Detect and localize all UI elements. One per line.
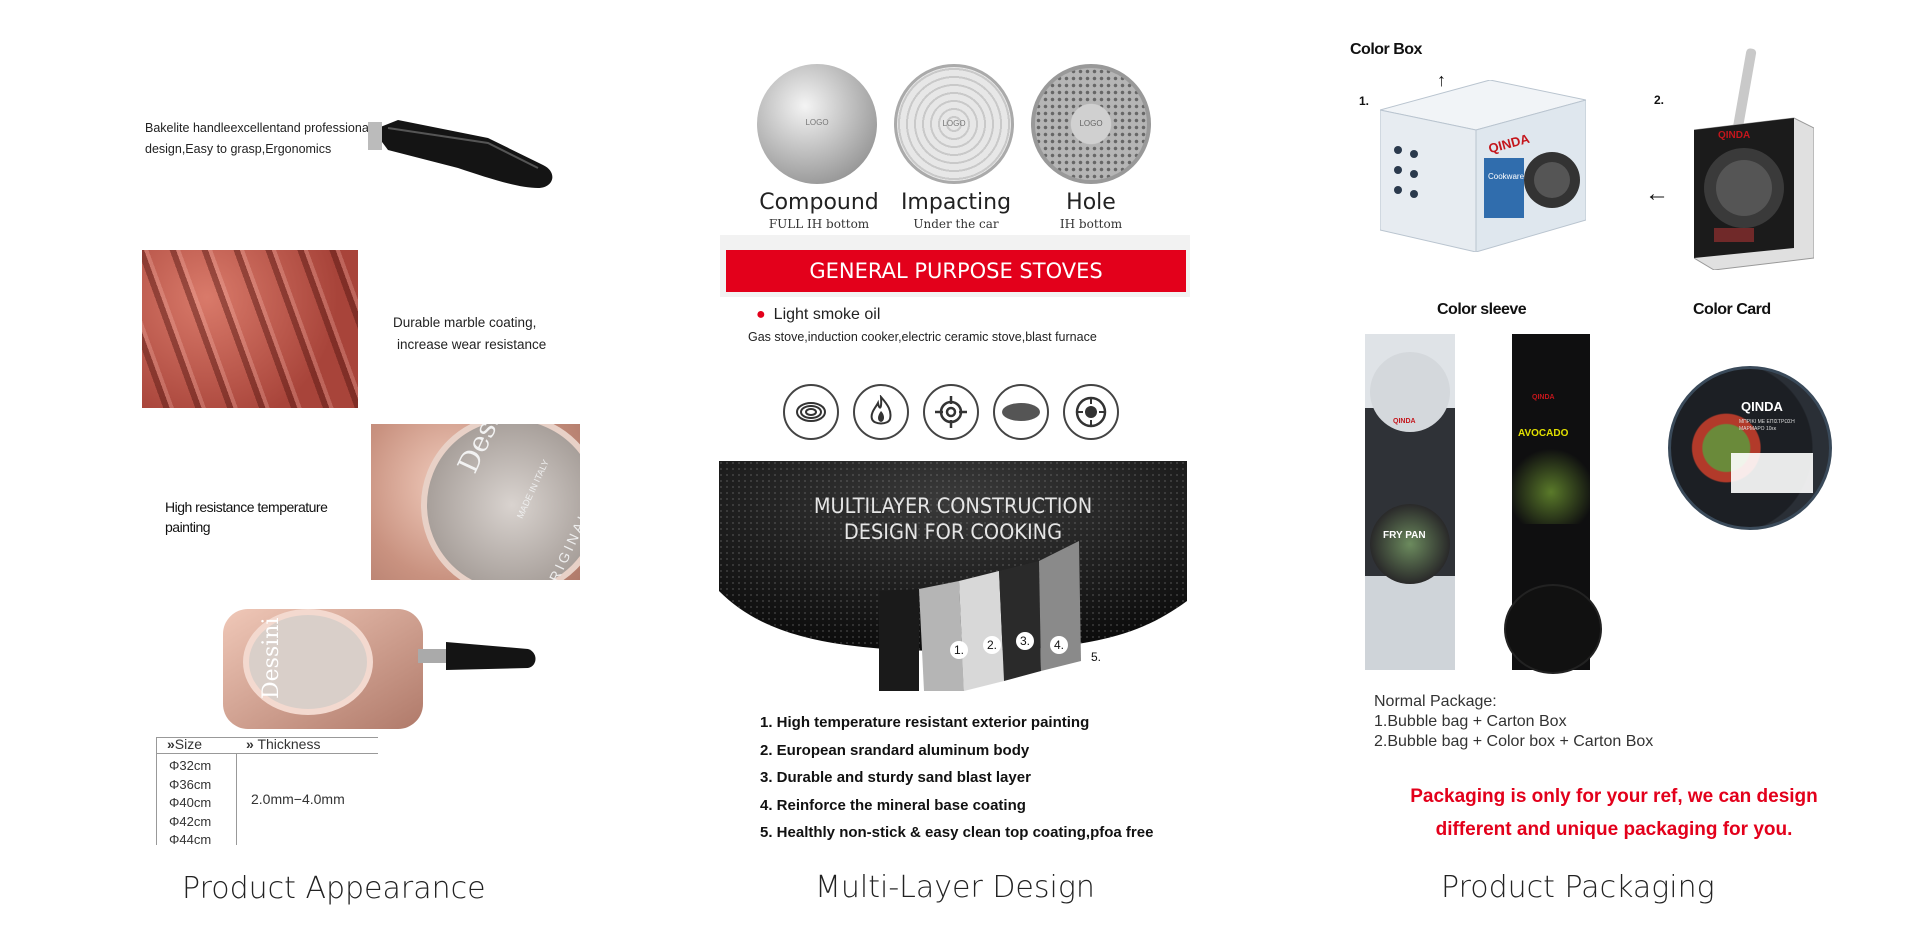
induction-coil-icon <box>783 384 839 440</box>
layer-item: 5. Healthly non-stick & easy clean top c… <box>760 824 1154 841</box>
left-arrow-icon: ← <box>1645 180 1669 207</box>
ceramic-hob-icon <box>993 384 1049 440</box>
pan-heading-line2: DESIGN FOR COOKING <box>843 520 1063 544</box>
general-purpose-stoves-banner: GENERAL PURPOSE STOVES <box>726 250 1186 292</box>
card-greek-text: ΜΠΡΙΚΙ ΜΕ ΕΠΙΣΤΡΩΣΗ ΜΑΡΜΑΡΟ 10εκ <box>1739 419 1795 432</box>
electric-plate-icon <box>1063 384 1119 440</box>
color-box-image: QINDA Cookware <box>1379 79 1587 253</box>
sleeve-avocado-text: AVOCADO <box>1518 428 1569 439</box>
black-sleeve-image: AVOCADO QINDA <box>1504 334 1602 674</box>
pan-heading: MULTILAYER CONSTRUCTION DESIGN FOR COOKI… <box>738 493 1169 545</box>
grey-sleeve-brand: QINDA <box>1393 418 1416 425</box>
bottom-title-hole: Hole <box>1066 190 1116 215</box>
spec-size-row: Φ40cm <box>169 795 212 810</box>
spec-thickness-value: 2.0mm−4.0mm <box>251 791 345 807</box>
feature-paint-line2: painting <box>165 519 211 535</box>
spec-header-thickness-label: Thickness <box>257 736 321 752</box>
spec-header-thickness: » Thickness <box>246 736 321 752</box>
layer-item: 2. European srandard aluminum body <box>760 741 1030 759</box>
package-line: 1.Bubble bag + Carton Box <box>1374 713 1567 730</box>
spec-header-size-label: Size <box>174 736 203 752</box>
feature-coating-text: Durable marble coating, increase wear re… <box>393 312 546 356</box>
box-side-label: Cookware <box>1488 172 1525 181</box>
layer-number-2: 2. <box>983 636 1001 654</box>
bakelite-handle-image <box>368 110 563 190</box>
layer-item: 1. High temperature resistant exterior p… <box>760 714 1090 731</box>
pan-heading-line1: MULTILAYER CONSTRUCTION <box>813 494 1093 518</box>
sleeve-fry-pan-text: FRY PAN <box>1383 530 1426 541</box>
stove-types-text: Gas stove,induction cooker,electric cera… <box>748 330 1097 344</box>
bottom-logo-text: LOGO <box>942 119 966 128</box>
bottom-sub-compound: FULL IH bottom <box>768 217 870 231</box>
layer-item: 3. Durable and sturdy sand blast layer <box>760 769 1031 786</box>
layer-number-4: 4. <box>1050 636 1068 654</box>
grey-sleeve-image: FRY PAN QINDA <box>1365 334 1455 670</box>
svg-text:Dessini: Dessini <box>259 618 284 699</box>
number-1-label: 1. <box>1359 94 1370 108</box>
feature-coating-line2: increase wear resistance <box>397 337 547 352</box>
layer-list: 1. High temperature resistant exterior p… <box>760 714 1153 852</box>
color-card-label: Color Card <box>1693 301 1771 318</box>
feature-paint-text: High resistance temperature painting <box>165 497 328 537</box>
bottom-title-compound: Compound <box>759 190 879 215</box>
light-smoke-oil-bullet: ●Light smoke oil <box>756 306 881 323</box>
spec-table-left-rule <box>156 737 157 845</box>
layer-number-5: 5. <box>1087 648 1105 666</box>
bottom-title-impacting: Impacting <box>900 190 1012 215</box>
impacting-bottom-disc: LOGO <box>894 64 1014 184</box>
normal-package-text: Normal Package: 1.Bubble bag + Carton Bo… <box>1374 692 1653 752</box>
spec-size-row: Φ32cm <box>169 758 212 773</box>
layer-item: 4. Reinforce the mineral base coating <box>760 796 1026 814</box>
color-box-label: Color Box <box>1350 41 1422 58</box>
spec-header-size: »Size <box>167 736 203 752</box>
pan-gift-box-image: QINDA <box>1693 48 1815 271</box>
caption-product-appearance: Product Appearance <box>182 871 486 906</box>
black-sleeve-brand: QINDA <box>1532 394 1555 401</box>
hole-bottom-disc: LOGO <box>1031 64 1151 184</box>
bottom-logo-text: LOGO <box>805 118 829 127</box>
feature-handle-line2: design,Easy to grasp,Ergonomics <box>145 142 332 156</box>
spec-table-col-rule <box>236 753 237 845</box>
spec-size-row: Φ36cm <box>169 776 212 792</box>
lid-closeup-image: Dessini MADE IN ITALY ORIGINAL <box>371 424 580 580</box>
feature-paint-line1: High resistance temperature <box>165 499 328 515</box>
double-grill-pan-image: Dessini <box>208 604 538 734</box>
compound-bottom-disc: LOGO <box>757 64 877 184</box>
feature-handle-text: Bakelite handleexcellentand professional… <box>145 118 375 160</box>
gas-burner-icon <box>923 384 979 440</box>
gas-flame-icon <box>853 384 909 440</box>
layer-number-3: 3. <box>1016 632 1034 650</box>
bottom-sub-impacting: Under the car <box>913 217 999 231</box>
color-card-image: QINDA ΜΠΡΙΚΙ ΜΕ ΕΠΙΣΤΡΩΣΗ ΜΑΡΜΑΡΟ 10εκ <box>1668 366 1832 530</box>
spec-size-row: Φ44cm <box>169 832 212 845</box>
spec-table-top-rule <box>156 737 378 738</box>
spec-size-row: Φ42cm <box>169 813 212 829</box>
packaging-note-line1: Packaging is only for your ref, we can d… <box>1410 786 1818 807</box>
feature-handle-line1: Bakelite handleexcellentand professional <box>145 121 372 135</box>
spec-table-header-rule <box>156 753 378 754</box>
packaging-note-line2: different and unique packaging for you. <box>1435 819 1793 840</box>
bottom-sub-hole: IH bottom <box>1059 217 1123 231</box>
bottom-logo-text: LOGO <box>1079 119 1103 128</box>
caption-product-packaging: Product Packaging <box>1441 870 1715 905</box>
number-2-label: 2. <box>1654 93 1665 107</box>
caption-multi-layer-design: Multi-Layer Design <box>815 870 1095 905</box>
package-line: 2.Bubble bag + Color box + Carton Box <box>1374 733 1654 750</box>
spec-sizes-list: Φ32cm Φ36cm Φ40cm Φ42cm Φ44cm <box>169 757 211 845</box>
package-heading: Normal Package: <box>1374 693 1497 710</box>
layer-number-1: 1. <box>950 641 968 659</box>
card-brand-text: QINDA <box>1741 399 1783 414</box>
color-sleeve-label: Color sleeve <box>1437 301 1527 318</box>
bullet-text: Light smoke oil <box>773 306 881 323</box>
up-arrow-icon: ↑ <box>1437 70 1446 90</box>
feature-coating-line1: Durable marble coating, <box>393 315 537 330</box>
marble-coating-image <box>142 250 358 408</box>
giftbox-brand-text: QINDA <box>1718 130 1751 141</box>
card-barcode-area <box>1731 453 1813 493</box>
packaging-note: Packaging is only for your ref, we can d… <box>1364 780 1864 846</box>
